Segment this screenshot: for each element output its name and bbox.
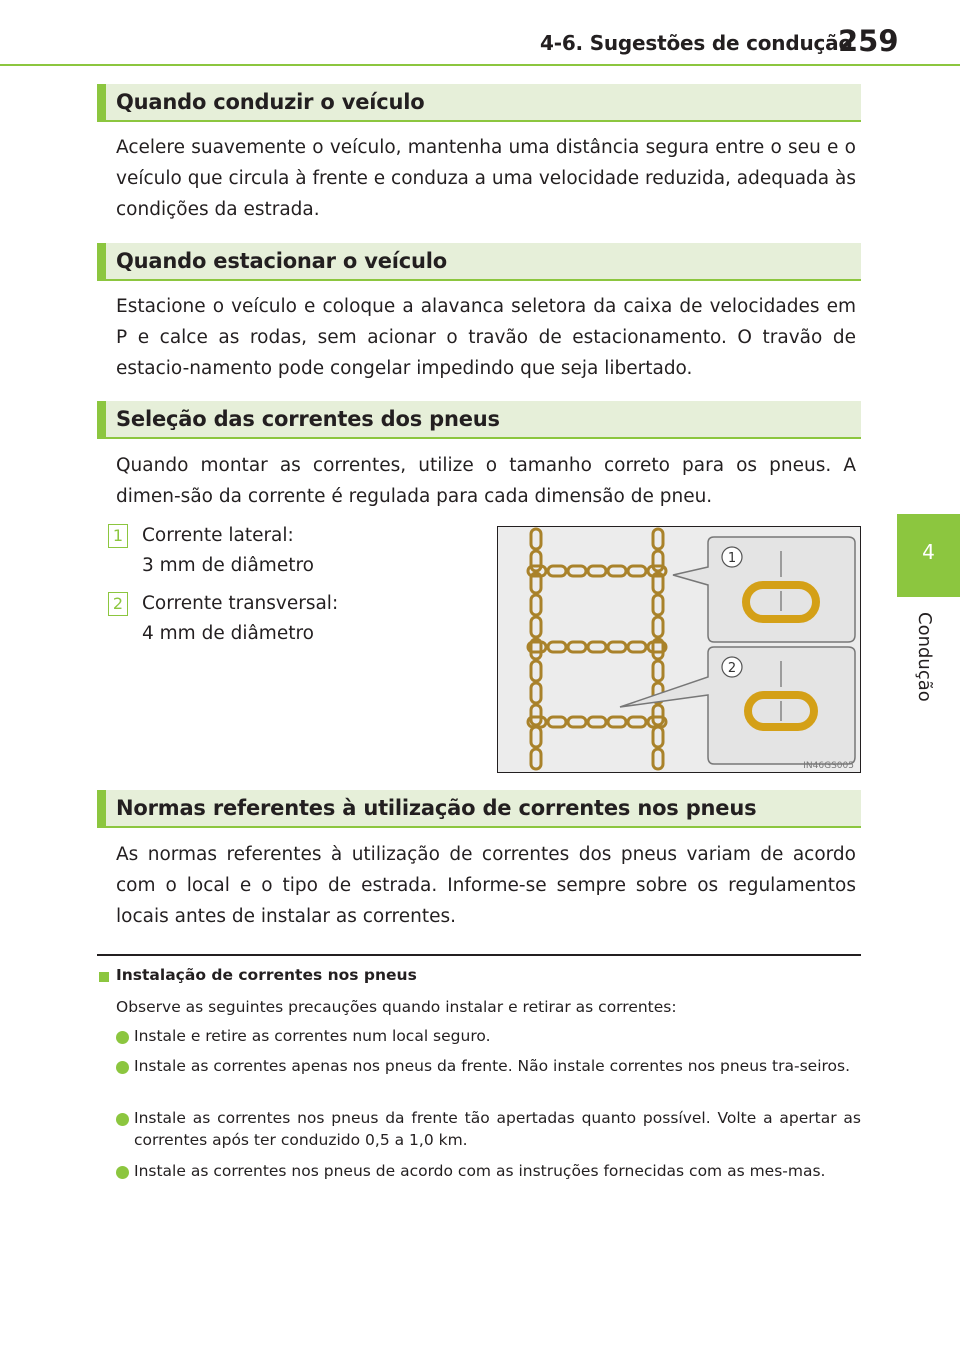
section-text-driving: Acelere suavemente o veículo, mantenha u…	[116, 137, 856, 220]
section-divider	[97, 954, 861, 956]
bullet-dot-icon	[116, 1166, 129, 1179]
item-1-line2: 3 mm de diâmetro	[142, 555, 314, 576]
square-bullet-icon	[99, 972, 109, 982]
figure-callout-1: 1	[728, 551, 736, 566]
running-header-section: 4-6. Sugestões de condução	[540, 31, 852, 55]
item-number-2: 2	[108, 592, 128, 616]
notes-bullet-4: Instale as correntes nos pneus de acordo…	[134, 1162, 826, 1180]
tire-chain-drawing: 1 2 IN46GS005	[498, 527, 860, 772]
callout-cross-chain	[619, 646, 856, 765]
item-number-1: 1	[108, 524, 128, 548]
figure-code: IN46GS005	[803, 761, 854, 771]
section-heading-driving: Quando conduzir o veículo	[97, 84, 861, 122]
item-2-line1: Corrente transversal:	[142, 593, 339, 614]
section-text-parking: Estacione o veículo e coloque a alavanca…	[116, 296, 856, 379]
section-heading-parking: Quando estacionar o veículo	[97, 243, 861, 281]
bullet-dot-icon	[116, 1061, 129, 1074]
chapter-label-text: Condução	[914, 612, 935, 702]
chapter-tab[interactable]	[897, 514, 960, 597]
callout-side-chain	[672, 536, 856, 643]
section-heading-text: Quando estacionar o veículo	[116, 249, 447, 273]
section-heading-text: Normas referentes à utilização de corren…	[116, 796, 757, 820]
notes-bullet-1: Instale e retire as correntes num local …	[134, 1027, 491, 1045]
chapter-label: Condução	[905, 612, 945, 712]
section-heading-chain-regulations: Normas referentes à utilização de corren…	[97, 790, 861, 828]
item-1-line1: Corrente lateral:	[142, 525, 294, 546]
tire-chain-illustration: 1 2 IN46GS005	[497, 526, 861, 773]
bullet-dot-icon	[116, 1113, 129, 1126]
section-text-chain-selection: Quando montar as correntes, utilize o ta…	[116, 455, 856, 507]
notes-bullet-3: Instale as correntes nos pneus da frente…	[134, 1109, 861, 1149]
notes-intro: Observe as seguintes precauções quando i…	[116, 998, 677, 1016]
section-text-chain-regulations: As normas referentes à utilização de cor…	[116, 844, 856, 927]
notes-title: Instalação de correntes nos pneus	[116, 966, 417, 984]
bullet-dot-icon	[116, 1031, 129, 1044]
figure-callout-2: 2	[728, 661, 736, 676]
page-number: 259	[838, 24, 899, 58]
notes-bullet-2: Instale as correntes apenas nos pneus da…	[134, 1057, 851, 1075]
section-heading-chain-selection: Seleção das correntes dos pneus	[97, 401, 861, 439]
header-rule	[0, 64, 960, 66]
chapter-number: 4	[922, 540, 935, 564]
section-heading-text: Quando conduzir o veículo	[116, 90, 425, 114]
section-heading-text: Seleção das correntes dos pneus	[116, 407, 500, 431]
item-2-line2: 4 mm de diâmetro	[142, 623, 314, 644]
